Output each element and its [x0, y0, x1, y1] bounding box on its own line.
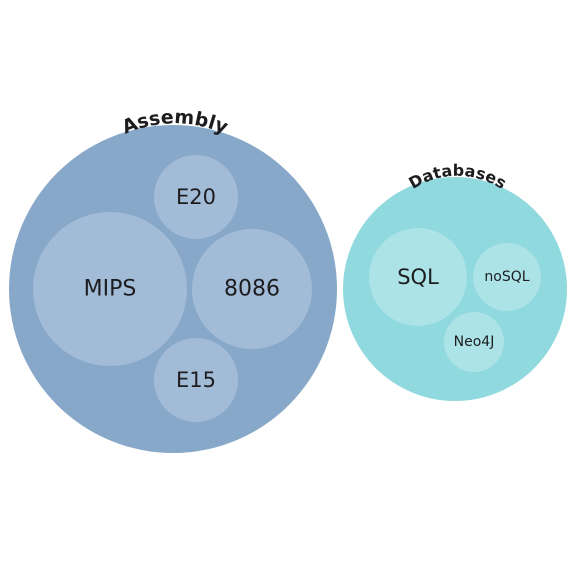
bubble-label-sql: SQL	[397, 265, 439, 289]
bubble-8086	[192, 229, 312, 349]
bubble-e15	[154, 338, 238, 422]
bubble-label-neo4j: Neo4J	[454, 334, 495, 350]
bubble-label-8086: 8086	[224, 277, 280, 302]
bubble-nosql	[473, 243, 541, 311]
bubble-e20	[154, 155, 238, 239]
bubble-mips	[33, 212, 187, 366]
group-assembly: Assembly E20 MIPS 8086 E15	[9, 106, 337, 453]
group-databases: Databases SQL noSQL Neo4J	[343, 161, 567, 401]
bubble-sql	[369, 228, 467, 326]
bubble-label-nosql: noSQL	[484, 269, 529, 285]
bubble-label-e15: E15	[176, 368, 216, 392]
bubble-neo4j	[444, 312, 504, 372]
bubble-label-e20: E20	[176, 185, 216, 209]
bubble-label-mips: MIPS	[84, 277, 137, 302]
